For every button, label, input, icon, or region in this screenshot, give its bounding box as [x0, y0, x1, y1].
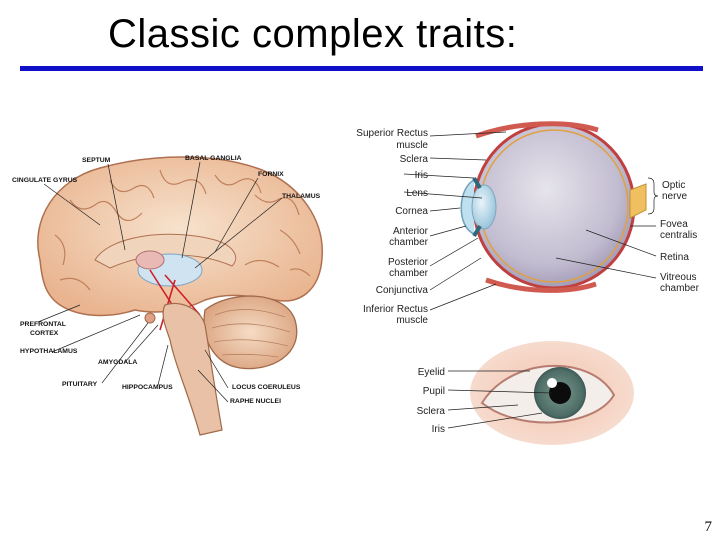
label-septum: SEPTUM: [82, 157, 111, 164]
label-basal-ganglia: BASAL GANGLIA: [185, 155, 242, 162]
label-sclera: Sclera: [400, 154, 429, 165]
label-prefrontal-cortex-2: CORTEX: [30, 330, 59, 337]
label-superior-rectus-1: Superior Rectus: [356, 128, 428, 139]
label-eyelid: Eyelid: [418, 367, 445, 378]
label-fornix: FORNIX: [258, 171, 284, 178]
label-anterior-chamber-1: Anterior: [393, 226, 429, 237]
label-pupil: Pupil: [423, 386, 445, 397]
label-lens: Lens: [406, 188, 428, 199]
label-optic-nerve-2: nerve: [662, 191, 687, 202]
eye-cross-section-diagram: Superior Rectus muscle Sclera Iris Lens …: [346, 108, 720, 330]
pituitary-gland: [145, 313, 155, 323]
title-underline: [20, 66, 703, 71]
label-iris-external: Iris: [432, 424, 445, 435]
label-sclera-external: Sclera: [417, 406, 446, 417]
label-inferior-rectus-1: Inferior Rectus: [363, 304, 428, 315]
label-cornea: Cornea: [395, 206, 428, 217]
label-vitreous-1: Vitreous: [660, 272, 697, 283]
label-locus-coeruleus: LOCUS COERULEUS: [232, 384, 301, 391]
label-posterior-chamber-2: chamber: [389, 268, 429, 279]
label-anterior-chamber-2: chamber: [389, 237, 429, 248]
label-thalamus: THALAMUS: [282, 193, 321, 200]
label-fovea-1: Fovea: [660, 219, 688, 230]
label-amygdala: AMYGDALA: [98, 359, 137, 366]
page-number: 7: [705, 519, 713, 536]
eye-highlight: [547, 378, 557, 388]
label-iris: Iris: [415, 170, 428, 181]
optic-nerve: [630, 184, 646, 218]
label-hypothalamus: HYPOTHALAMUS: [20, 348, 78, 355]
brain-diagram: SEPTUM BASAL GANGLIA CINGULATE GYRUS FOR…: [0, 140, 350, 440]
slide-title: Classic complex traits:: [108, 12, 517, 57]
cerebellum: [204, 296, 297, 369]
label-inferior-rectus-2: muscle: [396, 315, 428, 326]
label-optic-nerve-1: Optic: [662, 180, 685, 191]
label-hippocampus: HIPPOCAMPUS: [122, 384, 173, 391]
external-eye-diagram: Eyelid Pupil Sclera Iris: [400, 335, 640, 450]
label-conjunctiva: Conjunctiva: [376, 285, 429, 296]
eyeball: [474, 124, 634, 288]
label-fovea-2: centralis: [660, 230, 697, 241]
label-retina: Retina: [660, 252, 689, 263]
label-prefrontal-cortex-1: PREFRONTAL: [20, 321, 66, 328]
label-pituitary: PITUITARY: [62, 381, 98, 388]
label-cingulate-gyrus: CINGULATE GYRUS: [12, 177, 78, 184]
lens: [472, 185, 496, 229]
label-raphe-nuclei: RAPHE NUCLEI: [230, 398, 281, 405]
label-superior-rectus-2: muscle: [396, 140, 428, 151]
septum-region: [136, 251, 164, 269]
label-posterior-chamber-1: Posterior: [388, 257, 429, 268]
label-vitreous-2: chamber: [660, 283, 700, 294]
